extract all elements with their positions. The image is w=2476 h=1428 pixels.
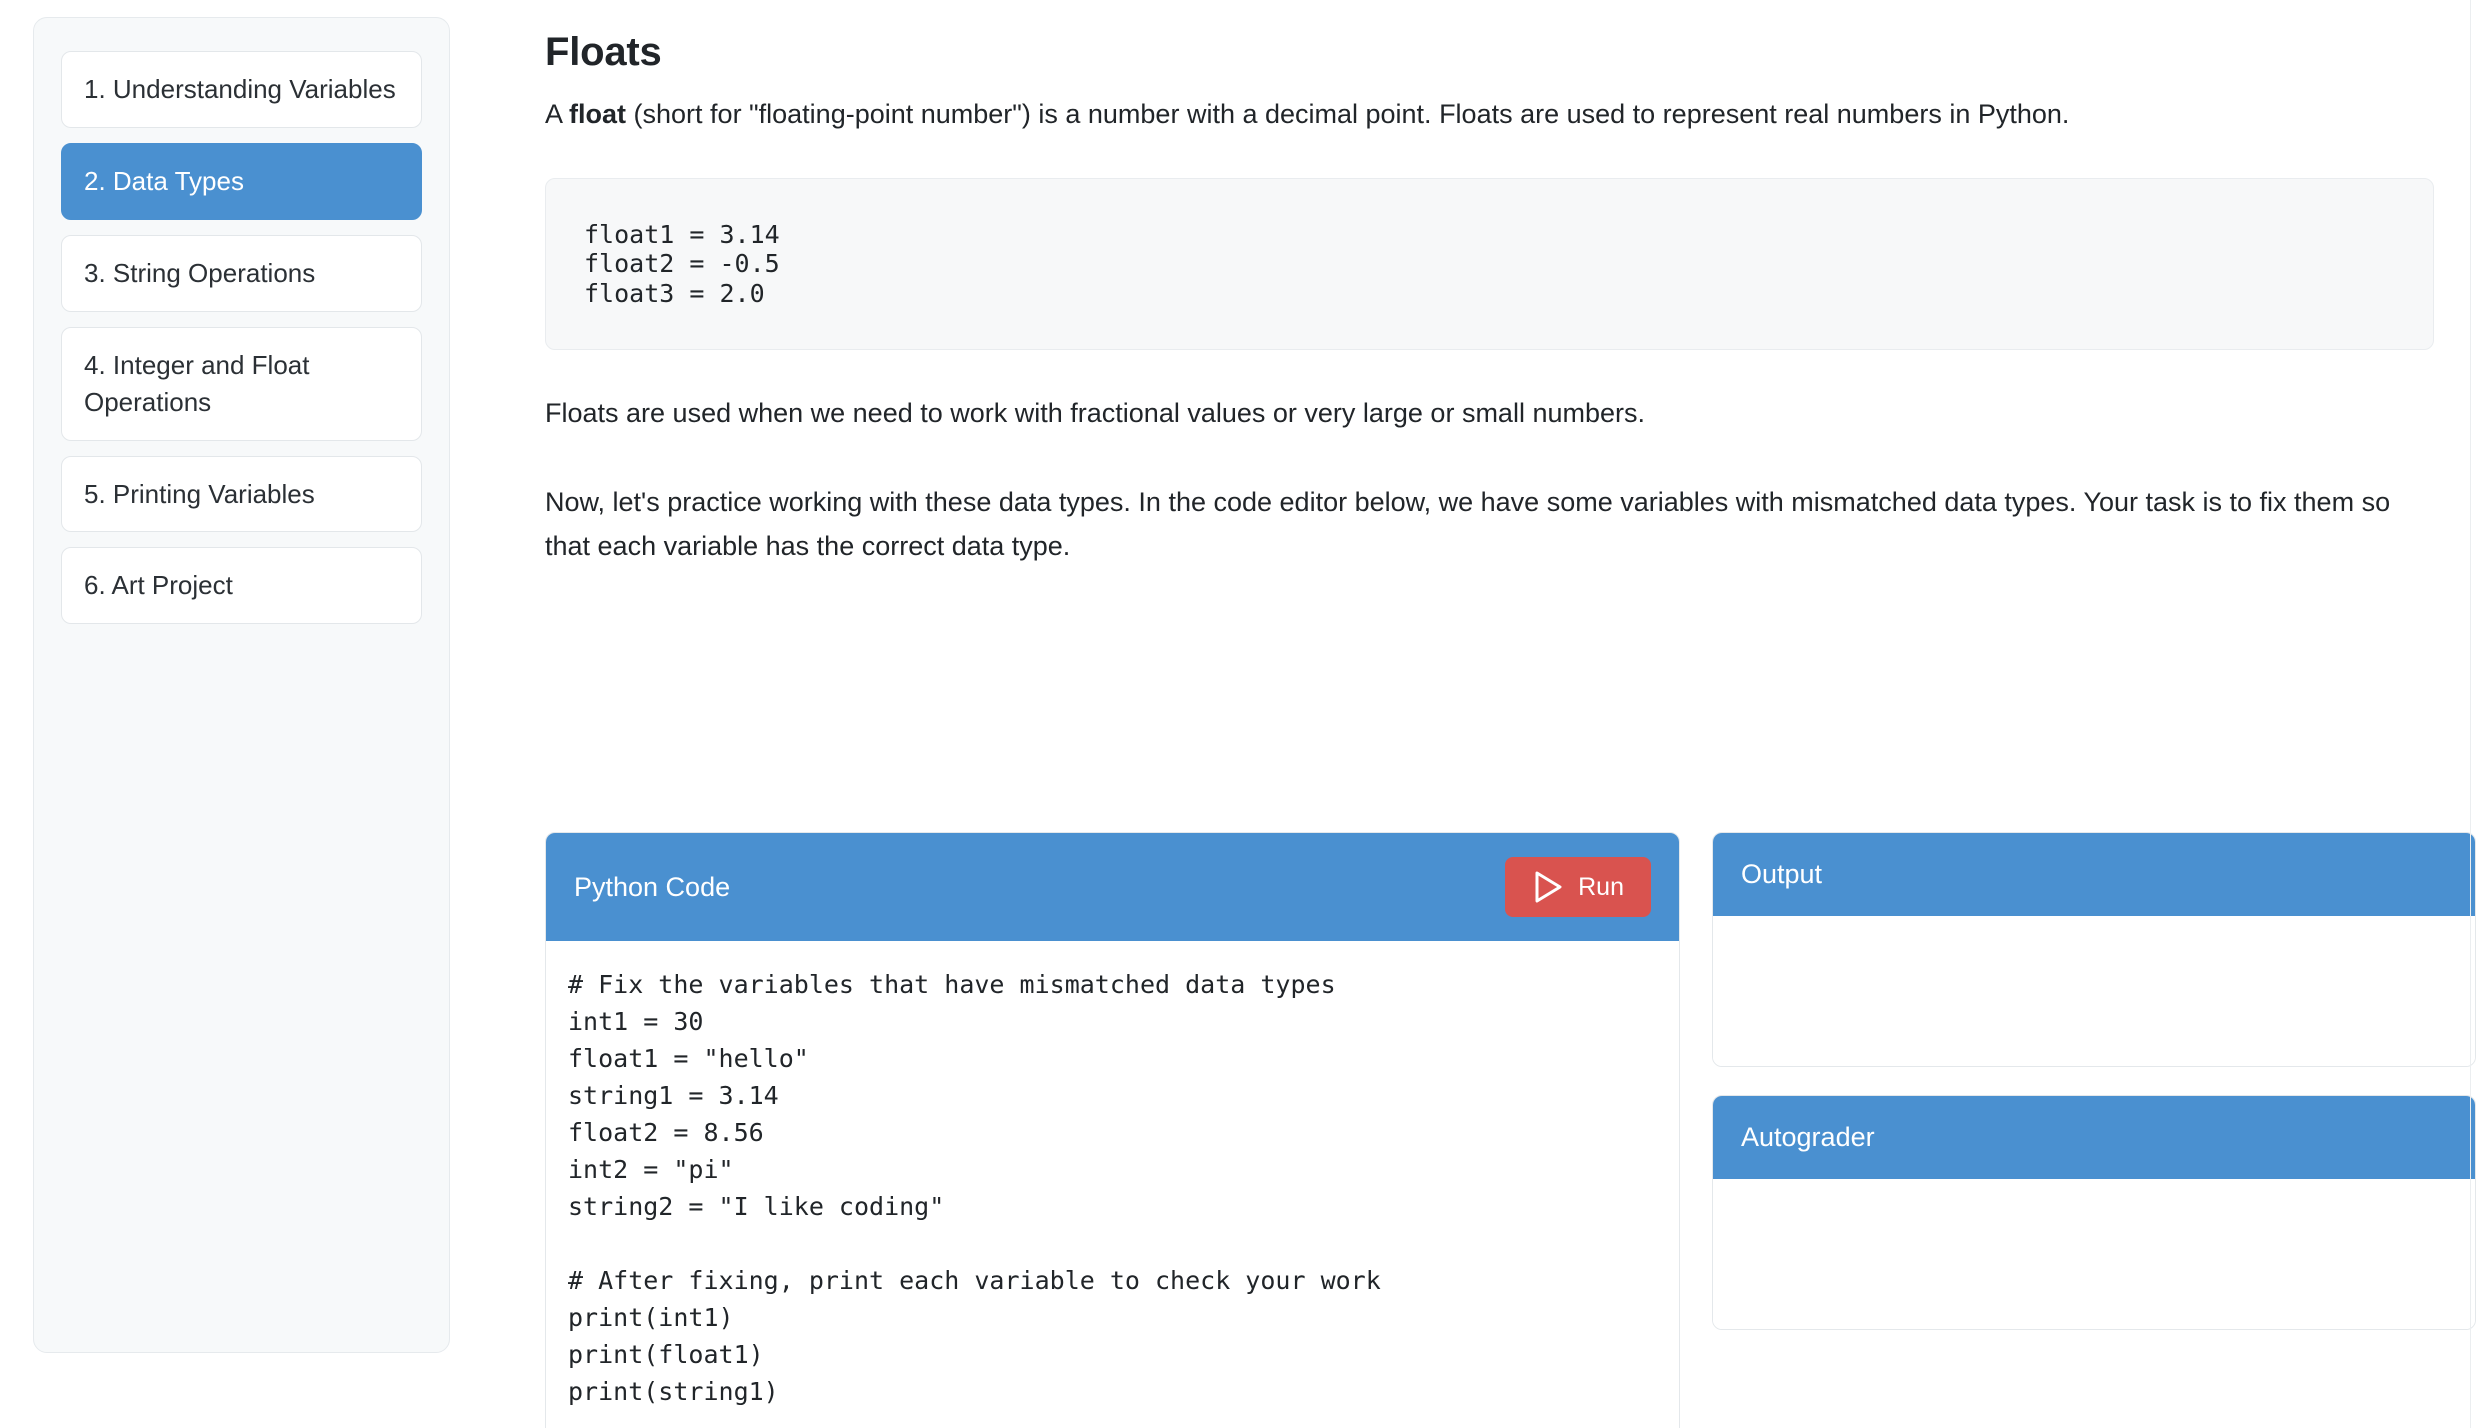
run-button-label: Run bbox=[1578, 872, 1624, 901]
run-button[interactable]: Run bbox=[1505, 857, 1651, 917]
float-example-code: float1 = 3.14 float2 = -0.5 float3 = 2.0 bbox=[584, 219, 780, 308]
intro-prefix: A bbox=[545, 99, 570, 129]
autograder-panel: Autograder bbox=[1712, 1095, 2476, 1330]
sidebar-item-label: 2. Data Types bbox=[84, 165, 244, 196]
sidebar-item-label: 1. Understanding Variables bbox=[84, 74, 396, 104]
lesson-content: Floats A float (short for "floating-poin… bbox=[545, 0, 2476, 1428]
output-panel-title: Output bbox=[1741, 859, 1823, 889]
workspace-panels: Python Code Run # Fix the variables that… bbox=[545, 832, 2476, 1428]
sidebar-item-label: 5. Printing Variables bbox=[84, 478, 315, 509]
python-code-panel-header: Python Code Run bbox=[546, 833, 1679, 941]
autograder-panel-body bbox=[1713, 1179, 2475, 1329]
intro-suffix: (short for "floating-point number") is a… bbox=[626, 99, 2070, 129]
sidebar-item-art-project[interactable]: 6. Art Project bbox=[61, 547, 422, 625]
sidebar-item-understanding-variables[interactable]: 1. Understanding Variables bbox=[61, 51, 422, 128]
autograder-panel-title: Autograder bbox=[1741, 1122, 1875, 1152]
page-title: Floats bbox=[545, 30, 662, 74]
usage-paragraph: Floats are used when we need to work wit… bbox=[545, 398, 1645, 429]
intro-paragraph: A float (short for "floating-point numbe… bbox=[545, 93, 2434, 137]
code-editor-text[interactable]: # Fix the variables that have mismatched… bbox=[568, 970, 1381, 1406]
intro-bold-term: float bbox=[569, 99, 627, 129]
autograder-panel-header: Autograder bbox=[1713, 1096, 2475, 1179]
sidebar-item-data-types[interactable]: 2. Data Types bbox=[61, 142, 422, 220]
sidebar-item-label: 4. Integer and Float Operations bbox=[84, 349, 310, 417]
sidebar-item-integer-and-float-operations[interactable]: 4. Integer and Float Operations bbox=[61, 326, 422, 441]
output-panel: Output bbox=[1712, 832, 2476, 1067]
output-panel-body bbox=[1713, 916, 2475, 1066]
sidebar-item-printing-variables[interactable]: 5. Printing Variables bbox=[61, 455, 422, 533]
python-code-panel-title: Python Code bbox=[574, 871, 731, 902]
task-paragraph: Now, let's practice working with these d… bbox=[545, 486, 2391, 561]
output-panel-header: Output bbox=[1713, 833, 2475, 916]
code-editor[interactable]: # Fix the variables that have mismatched… bbox=[546, 941, 1679, 1428]
sidebar-item-label: 3. String Operations bbox=[84, 257, 316, 288]
lesson-sidebar: 1. Understanding Variables 2. Data Types… bbox=[33, 17, 450, 1353]
python-code-panel: Python Code Run # Fix the variables that… bbox=[545, 832, 1680, 1428]
float-example-code-block: float1 = 3.14 float2 = -0.5 float3 = 2.0 bbox=[545, 177, 2434, 351]
sidebar-item-label: 6. Art Project bbox=[84, 570, 233, 601]
sidebar-item-string-operations[interactable]: 3. String Operations bbox=[61, 234, 422, 312]
page-right-divider bbox=[2470, 0, 2471, 1428]
results-column: Output Autograder bbox=[1712, 832, 2476, 1428]
lesson-nav: 1. Understanding Variables 2. Data Types… bbox=[61, 51, 422, 625]
play-triangle-icon bbox=[1532, 870, 1564, 904]
